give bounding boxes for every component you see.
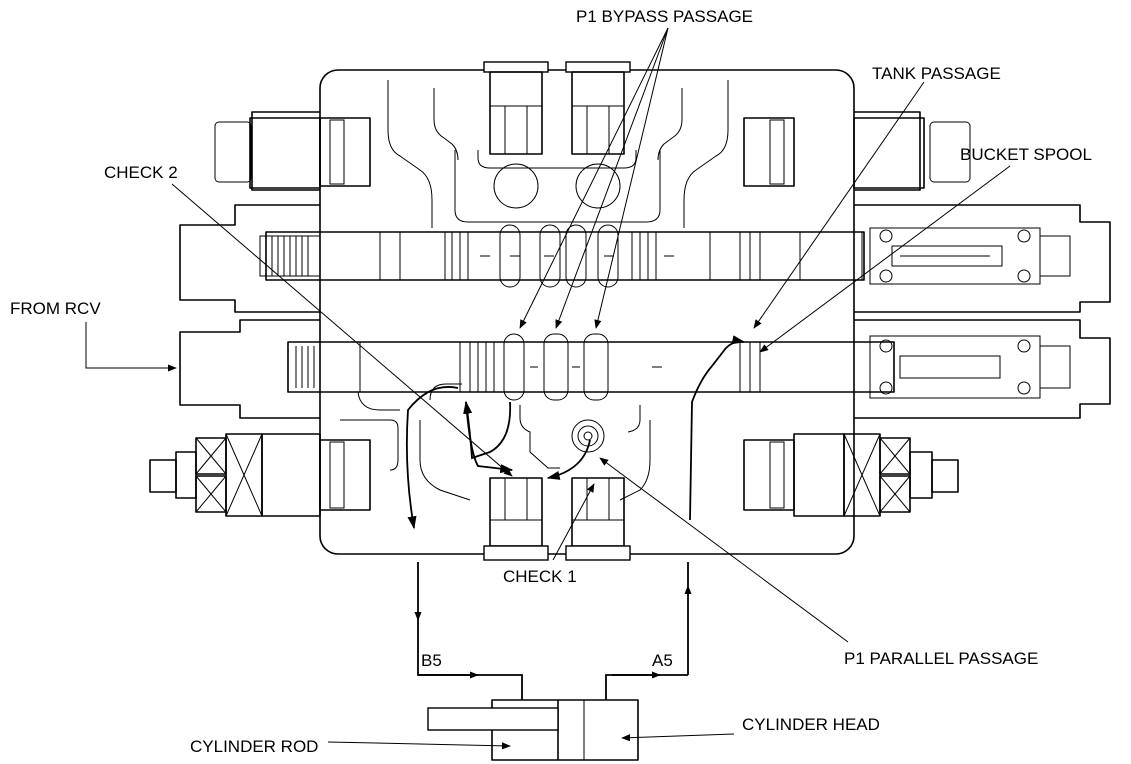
lower-passages — [340, 405, 651, 501]
hydraulic-lines — [414, 562, 692, 700]
label-p1-parallel-passage: P1 PARALLEL PASSAGE — [844, 649, 1038, 668]
label-bucket-spool: BUCKET SPOOL — [960, 145, 1092, 164]
upper-spool — [259, 224, 1071, 288]
label-tank-passage: TANK PASSAGE — [872, 64, 1001, 83]
label-b5: B5 — [421, 651, 442, 670]
top-ports — [454, 61, 661, 223]
cylinder — [427, 699, 639, 761]
bottom-ports — [483, 477, 631, 561]
label-cylinder-rod: CYLINDER ROD — [190, 737, 318, 756]
label-from-rcv: FROM RCV — [10, 299, 101, 318]
lower-reliefs — [149, 433, 959, 517]
label-check-1: CHECK 1 — [503, 567, 577, 586]
labels: P1 BYPASS PASSAGE TANK PASSAGE BUCKET SP… — [10, 7, 1092, 756]
leaders — [85, 27, 1011, 750]
bucket-spool-body — [287, 333, 1071, 411]
side-plugs — [319, 80, 795, 228]
label-p1-bypass-passage: P1 BYPASS PASSAGE — [576, 7, 753, 26]
flow-arrows — [405, 335, 746, 530]
label-check-2: CHECK 2 — [104, 163, 178, 182]
label-a5: A5 — [652, 651, 673, 670]
label-cylinder-head: CYLINDER HEAD — [742, 715, 880, 734]
